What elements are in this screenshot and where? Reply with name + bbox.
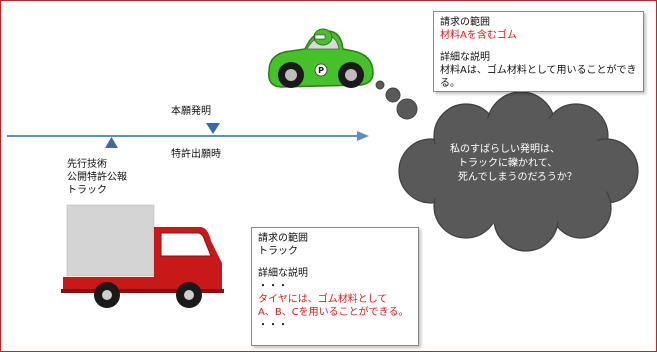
prior-art-label-line: 公開特許公報 [67,172,127,183]
claims-text: トラック [258,246,298,257]
prior-art-marker-icon [105,137,118,148]
prior-art-label-line: 先行技術 [67,159,107,170]
invention-claims-box: 請求の範囲 材料Aを含むゴム 詳細な説明 材料Aは、ゴム材料として用いることがで… [433,11,644,92]
race-car-icon: P [268,28,374,88]
prior-art-claims-box: 請求の範囲 トラック 詳細な説明 ・・・ タイヤには、ゴム材料として A、B、C… [251,227,419,346]
description-text: 材料Aは、ゴム材料として用いることができる。 [440,65,637,89]
description-heading: 詳細な説明 [258,268,308,279]
claims-text: 材料Aを含むゴム [440,30,517,41]
ellipsis: ・・・ [258,281,288,292]
cloud-text-line: 死んでしまうのだろうか？ [458,172,577,183]
claims-heading: 請求の範囲 [258,233,308,244]
highlight-line: タイヤには、ゴム材料として [258,294,388,305]
cloud-text-line: 私のすばらしい発明は、 [450,144,560,155]
claims-heading: 請求の範囲 [440,17,490,28]
truck-icon [61,204,224,308]
cloud-text-line: トラックに轢かれて、 [458,158,558,169]
car-badge: P [318,66,324,75]
highlight-line: A、B、Cを用いることができる。 [258,307,409,318]
thought-bubbles [375,80,418,120]
ellipsis: ・・・ [258,320,288,331]
timeline-arrow [7,131,369,141]
invention-label: 本願発明 [171,106,211,117]
prior-art-label-line: トラック [67,185,107,196]
prior-art-label: 先行技術 公開特許公報 トラック [67,158,127,197]
description-heading: 詳細な説明 [440,52,490,63]
invention-marker-icon [206,123,220,134]
filing-date-label: 特許出願時 [171,149,221,160]
